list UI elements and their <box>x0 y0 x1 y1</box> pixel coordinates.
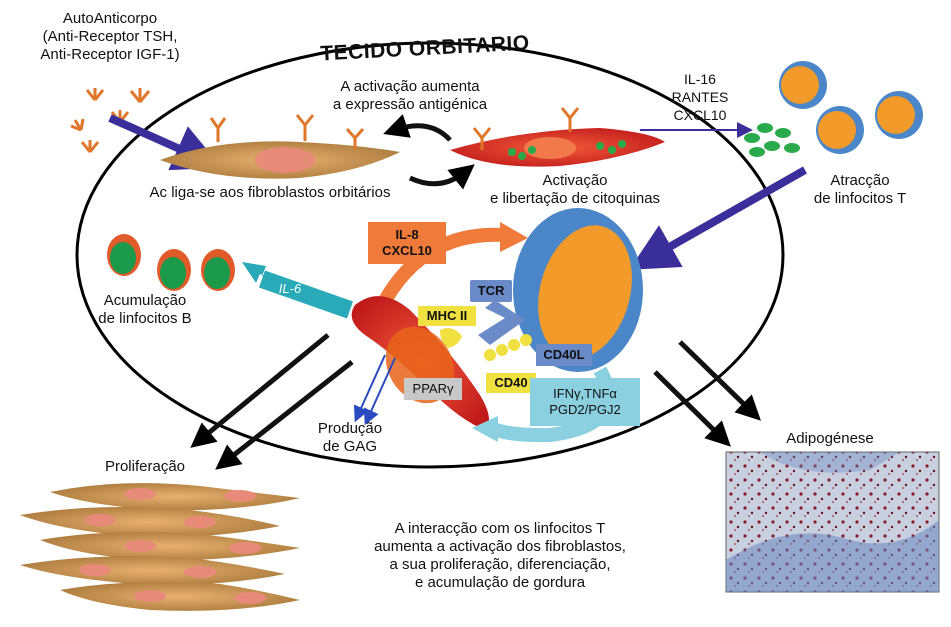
ppar-label: PPARγ <box>404 378 462 400</box>
gag-arrow-1 <box>353 354 386 423</box>
central-t-cell <box>513 208 643 372</box>
cd40l-label: CD40L <box>536 344 592 366</box>
adipogenesis-micrograph <box>725 451 940 593</box>
t-cell-recruitment-arrow <box>629 166 807 270</box>
proliferating-fibroblasts <box>20 483 300 611</box>
antigen-expression-label: A activação aumenta a expressão antigéni… <box>332 78 488 113</box>
il6-label: IL-6 <box>278 281 302 296</box>
gag-label: Produção de GAG <box>317 420 383 455</box>
cd40-dots <box>484 334 532 361</box>
proliferation-arrow-2 <box>215 360 354 470</box>
proliferation-arrow-1 <box>190 333 330 448</box>
t-cells-outside <box>779 61 923 154</box>
mhc-receptor <box>440 328 462 348</box>
adipogenesis-label: Adipogénese <box>786 430 874 447</box>
mhc-label: MHC II <box>418 306 476 326</box>
tcr-label: TCR <box>477 283 505 298</box>
binding-label: Ac liga-se aos fibroblastos orbitários <box>149 184 391 201</box>
antibody-icons <box>70 88 151 153</box>
chemokine-dots <box>744 123 800 157</box>
tcr-receptor <box>470 280 525 345</box>
adipogenesis-arrow-2 <box>653 370 731 447</box>
activation-label: Activação e libertação de citoquinas <box>489 172 661 207</box>
activated-fibroblast <box>450 107 665 167</box>
orbital-tissue-ellipse <box>75 41 785 469</box>
il8-box: IL-8 CXCL10 <box>368 222 446 264</box>
b-cells <box>107 234 235 291</box>
autoantibody-label: AutoAnticorpo (Anti-Receptor TSH, Anti-R… <box>40 10 180 63</box>
proliferation-label: Proliferação <box>104 458 186 475</box>
adipogenesis-arrow-1 <box>678 340 761 421</box>
activation-cycle-arrow-bottom <box>408 164 475 190</box>
chemokines-label: IL-16 RANTES CXCL10 <box>671 71 729 123</box>
fibroblast-cell <box>160 114 400 179</box>
t-attraction-label: Atracção de linfocitos T <box>813 172 907 207</box>
cd40-label: CD40 <box>486 373 536 393</box>
activation-cycle-arrow-top <box>383 114 452 142</box>
antibody-binding-arrow <box>108 114 222 171</box>
conclusion-text: A interacção com os linfocitos T aumenta… <box>374 520 626 591</box>
cytokines-box: IFNγ,TNFα PGD2/PGJ2 <box>530 378 640 426</box>
gag-arrow-2 <box>363 357 396 426</box>
b-accumulation-label: Acumulação de linfocitos B <box>98 292 192 327</box>
